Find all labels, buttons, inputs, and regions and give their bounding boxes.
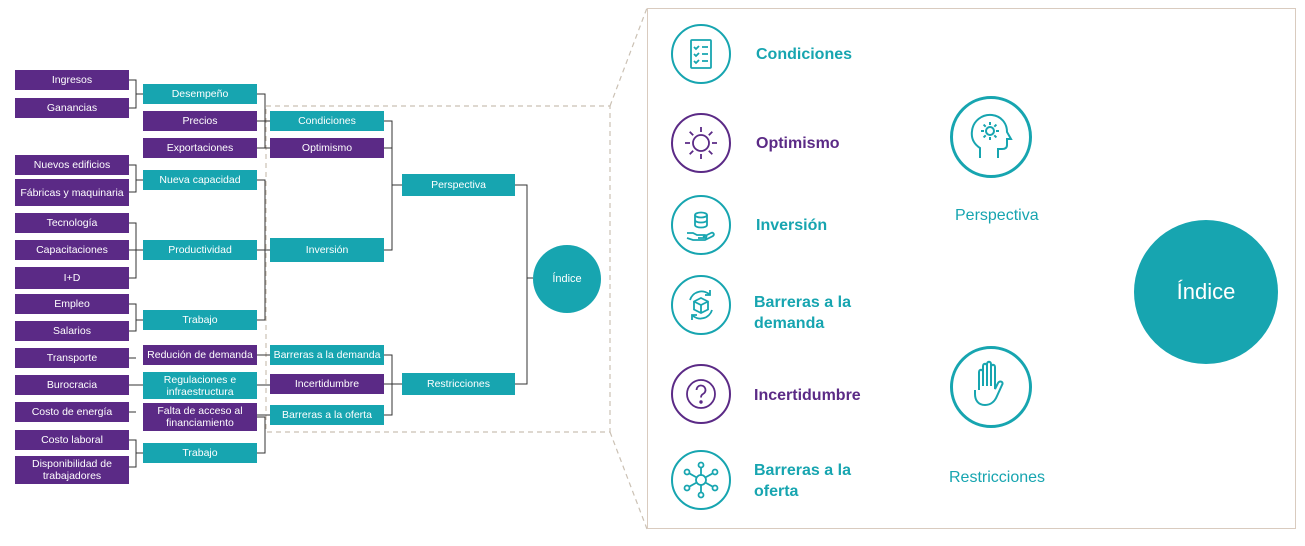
group-box-restricciones: Restricciones: [402, 373, 515, 395]
question-icon: [671, 364, 731, 424]
factor-box: Fábricas y maquinaria: [15, 179, 129, 206]
driver-box: Exportaciones: [143, 138, 257, 158]
driver-box: Trabajo: [143, 443, 257, 463]
group-box-perspectiva: Perspectiva: [402, 174, 515, 196]
network-icon: [671, 450, 731, 510]
checklist-icon: [671, 24, 731, 84]
factor-box: Empleo: [15, 294, 129, 314]
factor-box: Nuevos edificios: [15, 155, 129, 175]
component-box: Barreras a la demanda: [270, 345, 384, 365]
item-label-barreras-demanda: Barreras a la demanda: [754, 294, 851, 332]
driver-box: Trabajo: [143, 310, 257, 330]
factor-box: Ingresos: [15, 70, 129, 90]
index-circle-small: Índice: [533, 245, 601, 313]
driver-box: Precios: [143, 111, 257, 131]
driver-box: Regulaciones e infraestructura: [143, 372, 257, 399]
factor-box: Costo laboral: [15, 430, 129, 450]
factor-box: Costo de energía: [15, 402, 129, 422]
component-box: Optimismo: [270, 138, 384, 158]
component-box: Barreras a la oferta: [270, 405, 384, 425]
driver-box: Falta de acceso al financiamiento: [143, 403, 257, 431]
driver-box: Redución de demanda: [143, 345, 257, 365]
group-label-restricciones: Restricciones: [949, 469, 1046, 486]
factor-box: Transporte: [15, 348, 129, 368]
factor-box: Disponibilidad de trabajadores: [15, 456, 129, 484]
item-label-barreras-oferta: Barreras a la oferta: [754, 462, 851, 500]
coins-hand-icon: [671, 195, 731, 255]
driver-box: Desempeño: [143, 84, 257, 104]
factor-box: Ganancias: [15, 98, 129, 118]
group-label-perspectiva: Perspectiva: [955, 207, 1039, 224]
factor-box: Burocracia: [15, 375, 129, 395]
sun-icon: [671, 113, 731, 173]
driver-box: Productividad: [143, 240, 257, 260]
component-box: Condiciones: [270, 111, 384, 131]
item-label-condiciones: Condiciones: [756, 46, 853, 63]
factor-box: Capacitaciones: [15, 240, 129, 260]
hand-stop-icon: [950, 346, 1032, 428]
item-label-incertidumbre: Incertidumbre: [754, 387, 861, 404]
factor-box: Salarios: [15, 321, 129, 341]
driver-box: Nueva capacidad: [143, 170, 257, 190]
factor-box: Tecnología: [15, 213, 129, 233]
cycle-box-icon: [671, 275, 731, 335]
head-gear-icon: [950, 96, 1032, 178]
item-label-inversion: Inversión: [756, 217, 828, 234]
item-label-optimismo: Optimismo: [756, 135, 840, 152]
factor-box: I+D: [15, 267, 129, 289]
component-box: Incertidumbre: [270, 374, 384, 394]
index-circle-large: Índice: [1134, 220, 1278, 364]
component-box: Inversión: [270, 238, 384, 262]
